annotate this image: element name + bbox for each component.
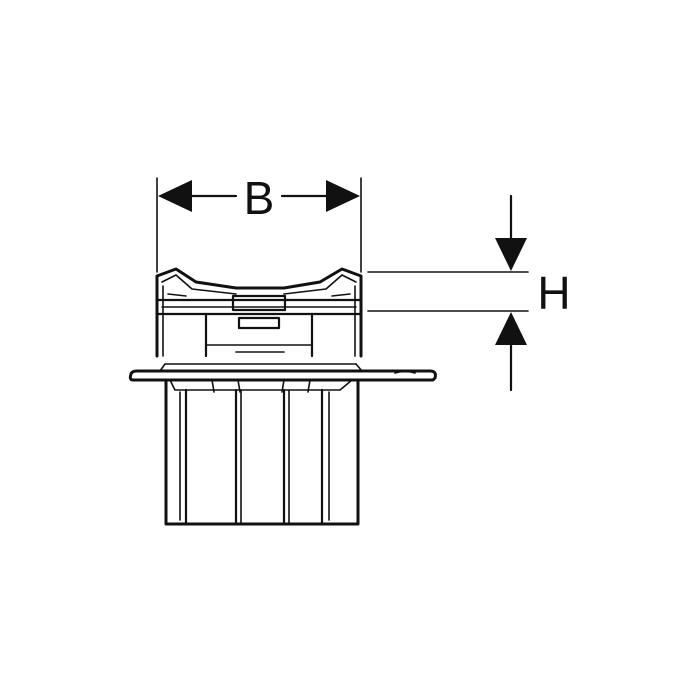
center-clip (231, 294, 287, 312)
center-tab (237, 316, 281, 330)
dimension-b: B (156, 172, 362, 273)
top-cover (155, 267, 363, 358)
dimension-label-h: H (537, 267, 570, 319)
arrowhead-left-icon (158, 180, 192, 212)
arrowhead-up-icon (495, 312, 527, 345)
outlet-body (164, 378, 360, 526)
arrowhead-right-icon (326, 180, 360, 212)
dimension-label-b: B (244, 172, 275, 224)
flange (128, 363, 437, 393)
drain-assembly (128, 267, 437, 526)
arrowhead-down-icon (495, 238, 527, 271)
dimension-h: H (367, 194, 571, 392)
